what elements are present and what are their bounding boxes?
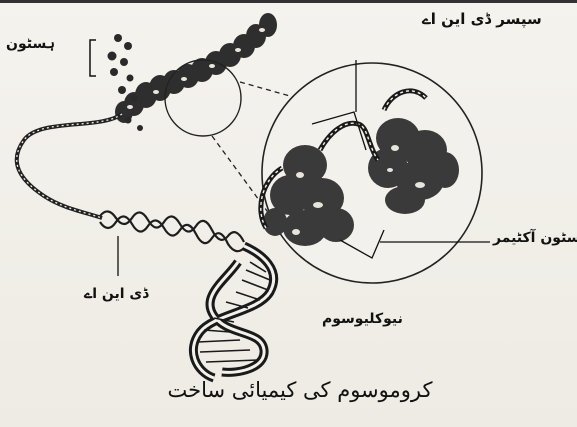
figure-caption: کروموسوم کی کیمیائی ساخت	[160, 378, 440, 402]
coiled-dna	[100, 211, 244, 251]
chromatin-fiber	[17, 114, 122, 218]
histone-bracket	[90, 40, 96, 76]
double-helix	[193, 246, 273, 378]
spacer-dna-label: سپسر ڈی این اے	[422, 10, 542, 28]
histone-label: ہسٹون	[6, 36, 55, 52]
coiled-chromatin	[115, 13, 277, 123]
nucleosome-label: نیوکلیوسوم	[322, 311, 403, 327]
dna-label: ڈی این اے	[84, 286, 148, 302]
histone-octamer-label: ہسٹون آکٹیمر	[493, 230, 577, 246]
